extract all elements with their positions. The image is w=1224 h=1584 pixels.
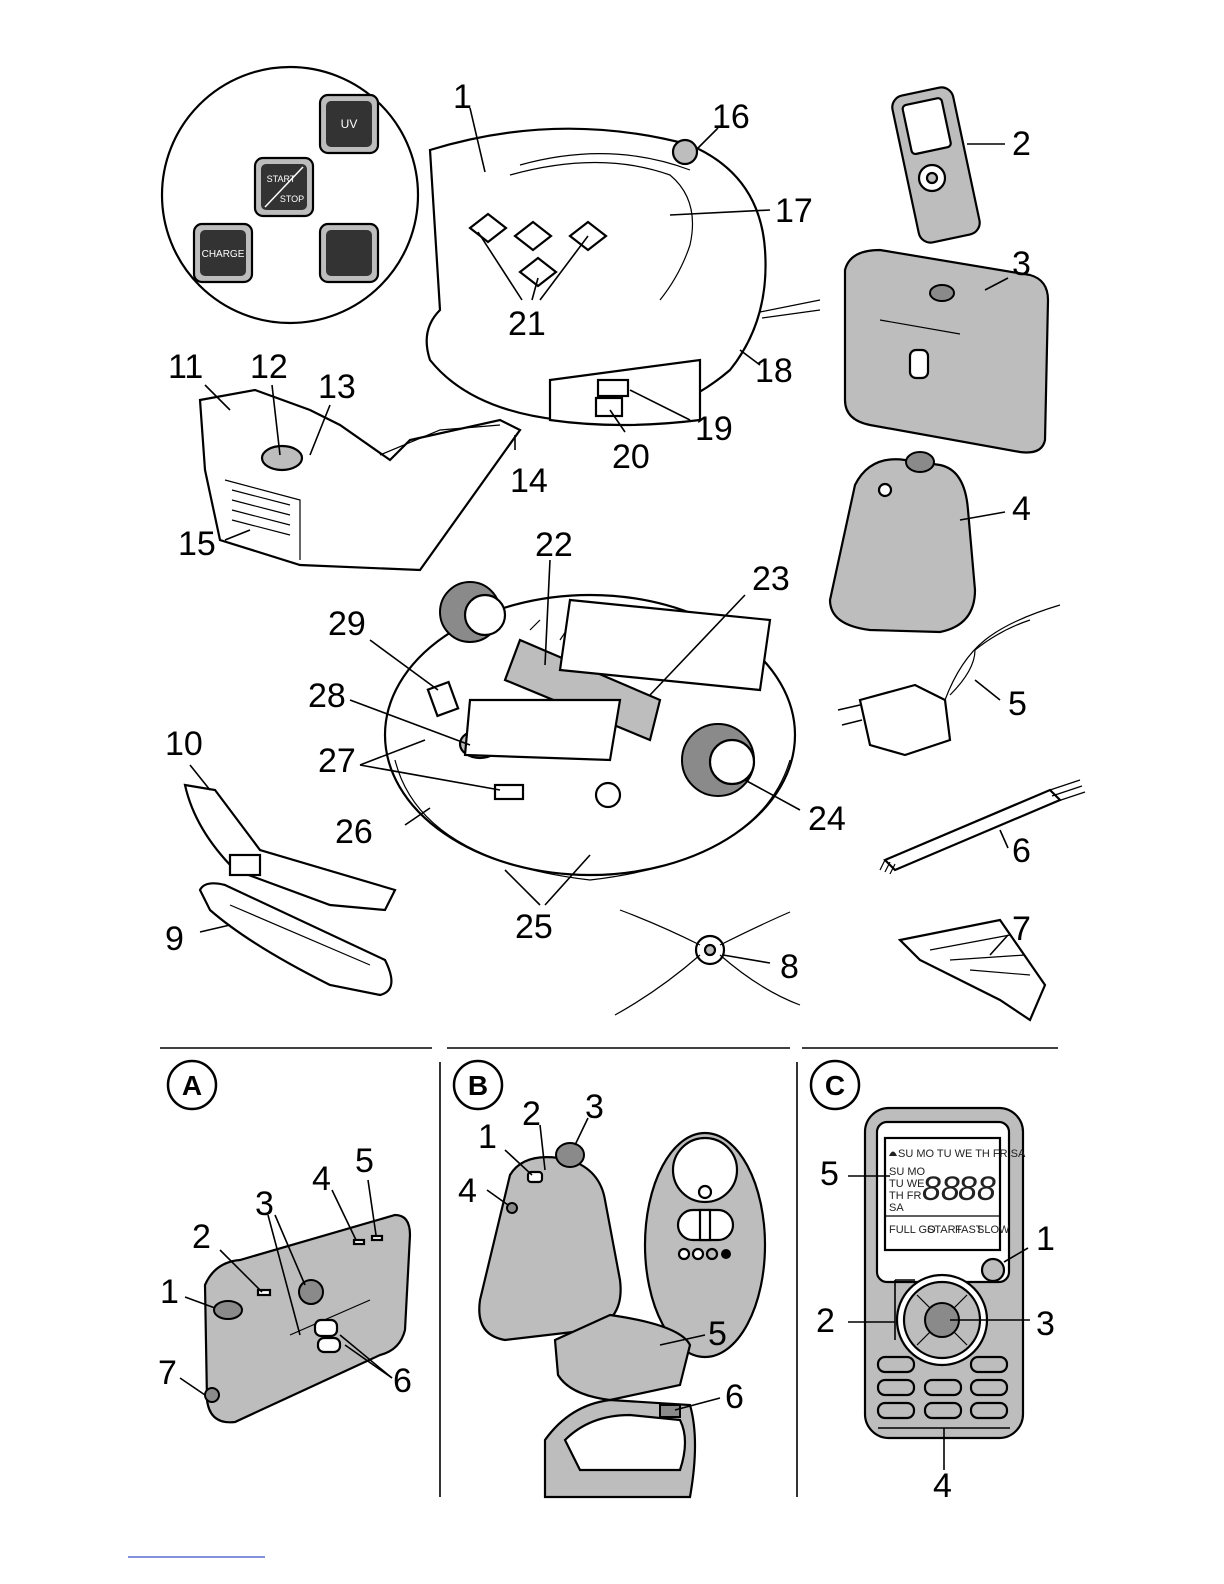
callout-18: 18 — [755, 352, 793, 390]
panel-c-callout-2: 2 — [816, 1302, 835, 1340]
charge-button-label: CHARGE — [202, 249, 245, 260]
panel-a-callout-7: 7 — [158, 1354, 177, 1392]
lcd-days-left-3: TH FR — [889, 1190, 921, 1202]
callout-4: 4 — [1012, 490, 1031, 528]
callout-26: 26 — [335, 813, 373, 851]
callout-17: 17 — [775, 192, 813, 230]
callout-28: 28 — [308, 677, 346, 715]
panel-b: B 1 2 3 4 5 6 — [454, 1061, 765, 1497]
lcd-days-left-2: TU WE — [889, 1178, 924, 1190]
callout-21: 21 — [508, 305, 546, 343]
panel-b-callout-1: 1 — [478, 1118, 497, 1156]
panel-c-callout-1: 1 — [1036, 1220, 1055, 1258]
callout-5: 5 — [1008, 685, 1027, 723]
panel-b-callout-5: 5 — [708, 1315, 727, 1353]
blank-button — [320, 224, 378, 282]
lcd-days-top: SU MO TU WE TH FR SA — [898, 1148, 1026, 1160]
cleaning-tool — [880, 780, 1085, 874]
panel-a-callout-4: 4 — [312, 1160, 331, 1198]
callout-3: 3 — [1012, 245, 1031, 283]
callout-25: 25 — [515, 908, 553, 946]
callout-13: 13 — [318, 368, 356, 406]
callout-8: 8 — [780, 948, 799, 986]
panel-a-callout-6: 6 — [393, 1362, 412, 1400]
panel-b-callout-6: 6 — [725, 1378, 744, 1416]
callout-16: 16 — [712, 98, 750, 136]
lcd-digits-left: 88 — [922, 1170, 960, 1208]
dustbin-assembly — [200, 390, 520, 570]
uv-button: UV — [320, 95, 378, 153]
panel-a: A 1 2 3 4 5 6 7 — [158, 1061, 412, 1422]
remote-control-small — [890, 85, 982, 245]
callout-10: 10 — [165, 725, 203, 763]
lcd-days-left-1: SU MO — [889, 1166, 926, 1178]
panel-c-callout-4: 4 — [933, 1467, 952, 1505]
callout-12: 12 — [250, 348, 288, 386]
start-stop-button: START STOP — [255, 158, 313, 216]
panel-c: C SU MO TU WE TH FR SA SU MO TU WE TH FR… — [811, 1061, 1055, 1505]
callout-24: 24 — [808, 800, 846, 838]
panel-c-letter: C — [825, 1070, 845, 1101]
callout-19: 19 — [695, 410, 733, 448]
callout-14: 14 — [510, 462, 548, 500]
callout-20: 20 — [612, 438, 650, 476]
lcd-days-left-4: SA — [889, 1202, 904, 1214]
control-panel-zoom: UV START STOP CHARGE — [162, 67, 418, 323]
panel-b-letter: B — [468, 1070, 488, 1101]
panel-a-callout-2: 2 — [192, 1218, 211, 1256]
panel-b-callout-4: 4 — [458, 1172, 477, 1210]
panel-c-callout-5: 5 — [820, 1155, 839, 1193]
callout-22: 22 — [535, 526, 573, 564]
start-label: START — [267, 174, 296, 184]
panel-a-callout-1: 1 — [160, 1273, 179, 1311]
panel-a-letter: A — [182, 1070, 202, 1101]
charging-base — [830, 452, 975, 632]
callout-1: 1 — [453, 78, 472, 116]
callout-2: 2 — [1012, 125, 1031, 163]
panel-a-callout-5: 5 — [355, 1142, 374, 1180]
lcd-digits-right: 88 — [958, 1170, 996, 1208]
panel-a-callout-3: 3 — [255, 1185, 274, 1223]
panel-b-callout-2: 2 — [522, 1095, 541, 1133]
panel-b-callout-3: 3 — [585, 1088, 604, 1126]
uv-button-label: UV — [341, 117, 358, 131]
lcd-mode-slow: SLOW — [977, 1224, 1010, 1236]
stop-label: STOP — [280, 194, 304, 204]
callout-15: 15 — [178, 525, 216, 563]
callout-9: 9 — [165, 920, 184, 958]
callout-11: 11 — [168, 348, 203, 386]
callout-23: 23 — [752, 560, 790, 598]
panel-c-callout-3: 3 — [1036, 1305, 1055, 1343]
side-brush — [615, 910, 800, 1015]
callout-29: 29 — [328, 605, 366, 643]
robot-bottom-view — [385, 582, 795, 880]
callout-6: 6 — [1012, 832, 1031, 870]
callout-7: 7 — [1012, 910, 1031, 948]
callout-27: 27 — [318, 742, 356, 780]
charge-button: CHARGE — [194, 224, 252, 282]
